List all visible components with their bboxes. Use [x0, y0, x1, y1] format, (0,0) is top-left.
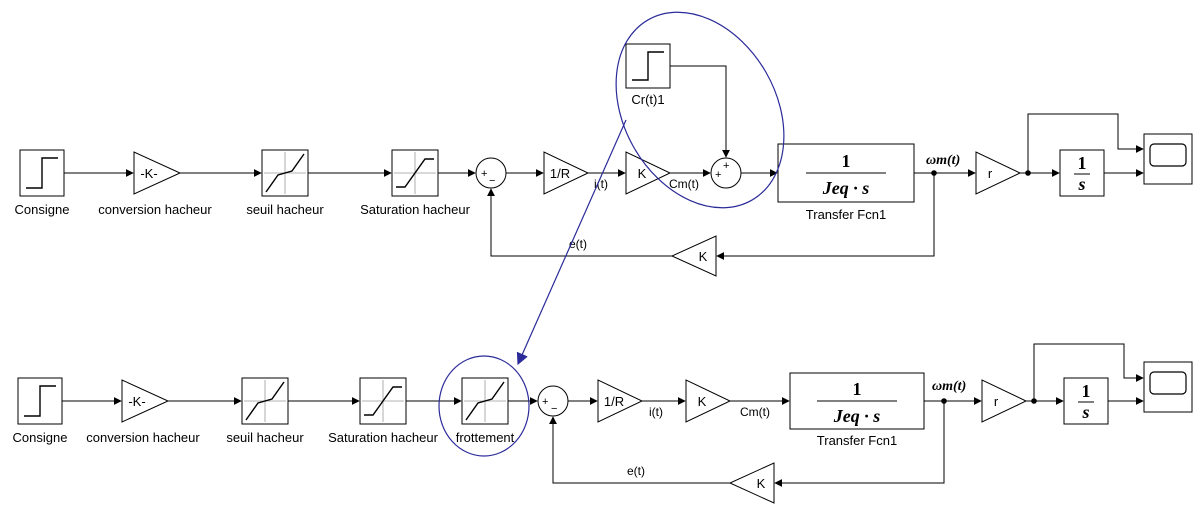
top-conversion-label: conversion hacheur: [98, 202, 212, 217]
dead-zone-icon: [245, 381, 285, 421]
annotation-overlay: [438, 11, 785, 457]
bottom-i-signal: i(t): [649, 405, 663, 419]
bottom-tf-denominator: Jeq · s: [833, 406, 881, 426]
bottom-inv-r-gain[interactable]: 1/R: [597, 379, 644, 423]
top-scope[interactable]: [1143, 133, 1193, 185]
top-k-gain[interactable]: K: [625, 151, 672, 195]
top-sum2[interactable]: + +: [710, 157, 742, 189]
top-saturation-label: Saturation hacheur: [360, 202, 471, 217]
top-wires: [64, 65, 1144, 260]
bottom-e-signal: e(t): [627, 464, 645, 478]
top-seuil-label: seuil hacheur: [246, 202, 324, 217]
bottom-diagram: Consigne -K- conversion hacheur seuil ha…: [13, 343, 1193, 504]
top-integrator[interactable]: 1 s: [1059, 149, 1105, 197]
bottom-feedback-value: K: [757, 476, 766, 491]
saturation-icon: [396, 158, 434, 188]
step-icon: [26, 157, 58, 189]
step-icon: [632, 51, 664, 81]
bottom-scope[interactable]: [1143, 361, 1193, 413]
step-icon: [24, 385, 56, 417]
bottom-sum-plus: +: [542, 396, 548, 408]
top-cm-signal: Cm(t): [669, 177, 699, 191]
bottom-cm-signal: Cm(t): [740, 405, 770, 419]
top-e-signal: e(t): [569, 237, 587, 251]
top-consigne-block[interactable]: [19, 149, 65, 197]
bottom-feedback-gain[interactable]: K: [728, 462, 775, 504]
bottom-int-numerator: 1: [1082, 381, 1091, 401]
top-sum1-plus: +: [481, 168, 487, 180]
bottom-consigne-block[interactable]: [17, 377, 63, 425]
top-diagram: Consigne -K- conversion hacheur seuil ha…: [15, 43, 1193, 277]
bottom-conversion-label: conversion hacheur: [86, 430, 200, 445]
bottom-tf-label: Transfer Fcn1: [817, 433, 897, 448]
bottom-r-value: r: [994, 394, 999, 409]
frottement-highlight-ellipse: [438, 355, 530, 457]
top-consigne-label: Consigne: [15, 202, 70, 217]
top-sum2-plus-top: +: [723, 160, 729, 172]
bottom-r-gain[interactable]: r: [981, 379, 1028, 423]
top-inv-r-value: 1/R: [550, 166, 570, 181]
top-sum1-minus: −: [489, 175, 495, 187]
top-i-signal: i(t): [594, 177, 608, 191]
top-feedback-gain[interactable]: K: [670, 235, 717, 277]
annotation-arrow: [516, 119, 627, 366]
bottom-wires: [62, 343, 1144, 487]
bottom-sum-minus: −: [551, 403, 557, 415]
bottom-frottement-label: frottement: [456, 430, 515, 445]
top-tf-numerator: 1: [842, 151, 851, 171]
bottom-saturation-block[interactable]: [359, 377, 407, 425]
bottom-omega-signal: ωm(t): [932, 379, 966, 394]
top-sum2-plus-left: +: [715, 169, 721, 181]
top-saturation-block[interactable]: [391, 149, 439, 197]
scope-icon: [1149, 143, 1187, 167]
top-r-value: r: [988, 166, 993, 181]
bottom-integrator[interactable]: 1 s: [1063, 377, 1109, 425]
top-tf-denominator: Jeq · s: [822, 178, 870, 198]
bottom-frottement-block[interactable]: [461, 377, 509, 425]
top-cr-label: Cr(t)1: [631, 92, 664, 107]
scope-icon: [1149, 371, 1187, 395]
dead-zone-icon: [465, 381, 505, 421]
dead-zone-icon: [265, 153, 305, 193]
top-transfer-fcn[interactable]: 1 Jeq · s: [777, 143, 915, 203]
bottom-k-value: K: [698, 394, 707, 409]
top-feedback-value: K: [699, 249, 708, 264]
top-int-numerator: 1: [1078, 153, 1087, 173]
top-conversion-gain[interactable]: -K-: [133, 151, 182, 195]
bottom-conversion-gain-value: -K-: [128, 394, 145, 409]
bottom-conversion-gain[interactable]: -K-: [121, 379, 170, 423]
top-inv-r-gain[interactable]: 1/R: [543, 151, 590, 195]
cr-highlight-ellipse: [615, 11, 785, 209]
top-sum1[interactable]: + −: [475, 157, 507, 189]
top-k-value: K: [638, 166, 647, 181]
top-seuil-block[interactable]: [261, 149, 309, 197]
top-cr-block[interactable]: [625, 43, 671, 89]
bottom-saturation-label: Saturation hacheur: [328, 430, 439, 445]
top-conversion-gain-value: -K-: [140, 166, 157, 181]
bottom-int-denominator: s: [1081, 402, 1089, 422]
bottom-k-gain[interactable]: K: [685, 379, 732, 423]
saturation-icon: [364, 386, 402, 416]
top-int-denominator: s: [1077, 174, 1085, 194]
top-tf-label: Transfer Fcn1: [806, 207, 886, 222]
top-r-gain[interactable]: r: [975, 151, 1022, 195]
bottom-transfer-fcn[interactable]: 1 Jeq · s: [789, 372, 925, 430]
bottom-seuil-label: seuil hacheur: [226, 430, 304, 445]
bottom-consigne-label: Consigne: [13, 430, 68, 445]
top-omega-signal: ωm(t): [926, 153, 960, 168]
bottom-tf-numerator: 1: [853, 379, 862, 399]
bottom-seuil-block[interactable]: [241, 377, 289, 425]
bottom-sum[interactable]: + −: [537, 385, 569, 417]
bottom-inv-r-value: 1/R: [604, 394, 624, 409]
